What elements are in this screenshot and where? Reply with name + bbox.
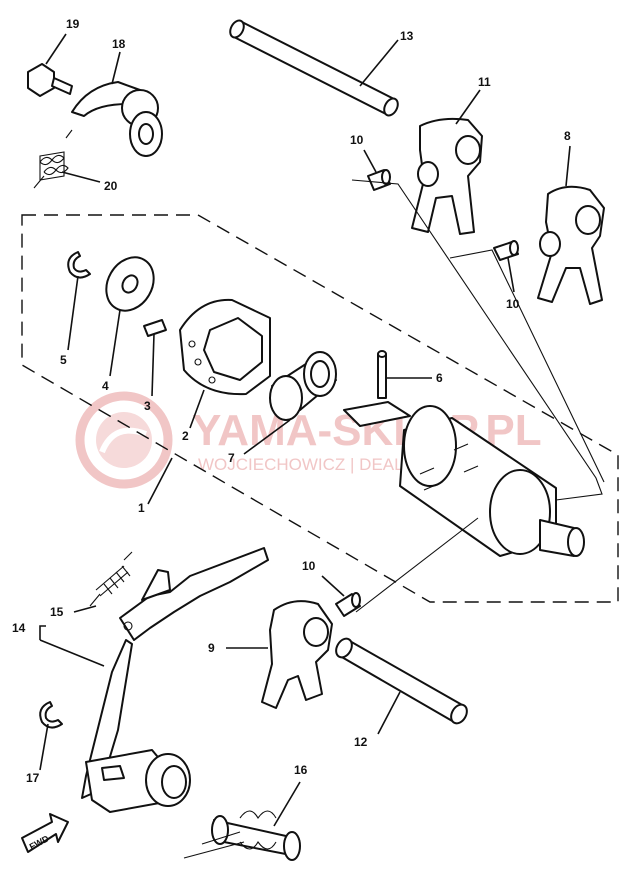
callout-10-upper: 10 [350,133,364,147]
part-7-bearing [269,351,337,421]
callout-5: 5 [60,353,67,367]
part-10-guide-pin-right [493,240,519,261]
callout-1: 1 [138,501,145,515]
part-6-pin [377,350,387,399]
callout-3: 3 [144,399,151,413]
part-16-return-spring [183,810,301,861]
part-3-dowel-pin [143,319,167,337]
part-15-spring [89,551,133,607]
callout-2: 2 [182,429,189,443]
callout-11: 11 [478,75,491,89]
assembly-boundary [21,214,619,603]
forward-direction-arrow: FWD [21,813,69,853]
callout-13: 13 [400,29,414,43]
callout-18: 18 [112,37,126,51]
callout-17: 17 [26,771,40,785]
callout-10-right: 10 [506,297,520,311]
shift-drum [343,401,585,557]
part-4-washer [105,256,155,312]
callout-10-lower: 10 [302,559,316,573]
part-2-segment [179,298,271,396]
part-17-circlip [39,701,63,729]
part-19-bolt [27,63,73,97]
callout-8: 8 [564,129,571,143]
part-13-shift-fork-shaft [229,19,399,117]
callout-20: 20 [104,179,118,193]
part-10-guide-pin-lower [335,592,361,617]
callout-15: 15 [50,605,64,619]
part-18-stopper-lever [71,81,163,157]
part-14-shift-shaft-assembly [81,547,269,813]
callout-9: 9 [208,641,215,655]
part-8-shift-fork [537,185,605,305]
part-5-circlip [67,251,91,279]
part-12-shift-fork-shaft [335,637,468,725]
part-11-shift-fork [411,117,483,235]
callout-19: 19 [66,17,80,31]
callout-14: 14 [12,621,26,635]
callout-12: 12 [354,735,368,749]
callout-6: 6 [436,371,443,385]
callout-16: 16 [294,763,308,777]
callout-7: 7 [228,451,235,465]
watermark-logo [75,391,173,489]
callout-4: 4 [102,379,109,393]
part-10-guide-pin-upper [367,169,391,191]
part-20-spring [33,129,73,189]
part-9-shift-fork [261,600,333,709]
